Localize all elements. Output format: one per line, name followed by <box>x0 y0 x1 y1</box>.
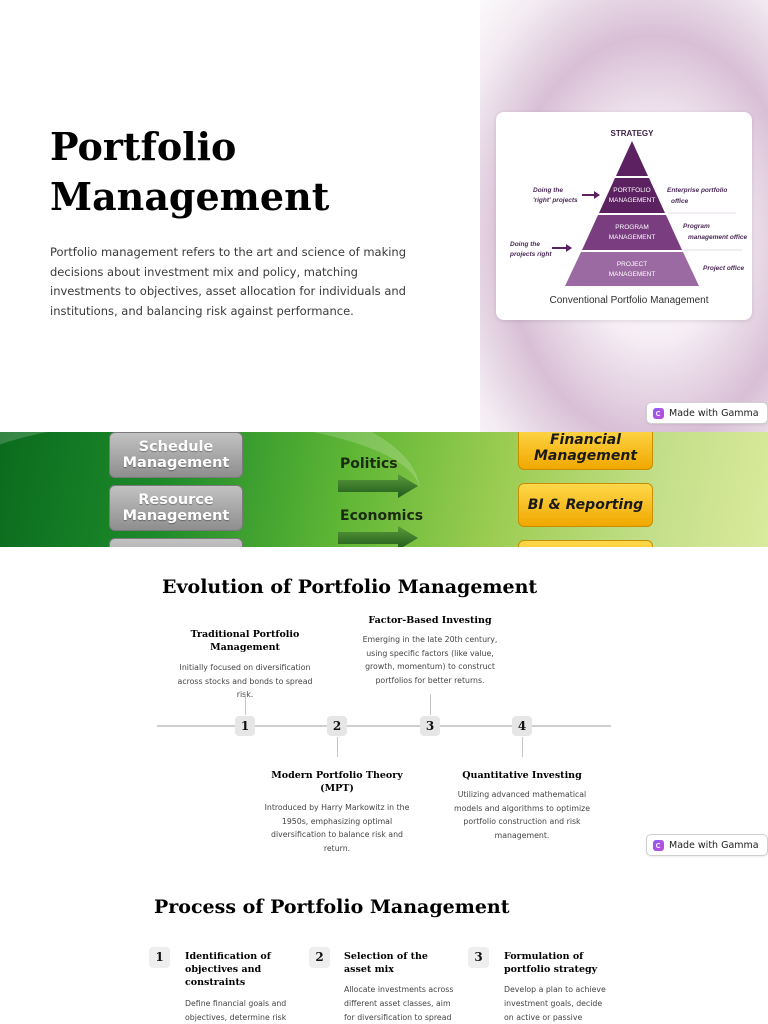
right-label-2-line2: management office <box>688 234 748 241</box>
process-step-2-body: Allocate investments across different as… <box>344 985 454 1022</box>
process-step-2-number: 2 <box>309 947 330 968</box>
timeline-step-1-heading: Traditional Portfolio Management <box>190 629 300 653</box>
title-line-2: Management <box>50 174 330 219</box>
pyramid-caption: Conventional Portfolio Management <box>550 295 709 306</box>
timeline-step-1-number: 1 <box>235 716 255 736</box>
partial-yellow-tile <box>518 540 653 547</box>
pyramid-diagram: STRATEGY PORTFOLIO MANAGEMENT PROGRAM MA… <box>509 129 748 306</box>
timeline-step-4-body: Utilizing advanced mathematical models a… <box>453 790 591 840</box>
bi-reporting-tile: BI & Reporting <box>518 483 653 527</box>
arrow-right-icon <box>338 474 418 498</box>
badge-label: Made with Gamma <box>669 839 759 851</box>
left-label-1-line2: 'right' projects <box>533 197 578 204</box>
politics-label: Politics <box>340 456 398 472</box>
pyramid-image-card: STRATEGY PORTFOLIO MANAGEMENT PROGRAM MA… <box>496 112 752 320</box>
intro-slide: Portfolio Management Portfolio managemen… <box>0 0 768 432</box>
financial-management-tile: Financial Management <box>518 432 653 470</box>
partial-gray-tile <box>109 538 243 547</box>
pyramid-top-label: STRATEGY <box>611 129 655 138</box>
timeline-step-3-heading: Factor-Based Investing <box>368 615 492 626</box>
timeline-step-2-heading: Modern Portfolio Theory (MPT) <box>271 770 403 794</box>
timeline-step-2-number: 2 <box>327 716 347 736</box>
resource-management-tile: Resource Management <box>109 485 243 531</box>
timeline-step-4-number: 4 <box>512 716 532 736</box>
gamma-logo-icon <box>653 407 664 419</box>
evolution-title: Evolution of Portfolio Management <box>162 576 538 598</box>
pyramid-tier-portfolio <box>599 178 665 213</box>
process-step-2-heading: Selection of the asset mix <box>344 951 428 975</box>
made-with-gamma-badge[interactable]: Made with Gamma <box>646 834 768 856</box>
page-title: Portfolio Management <box>50 122 450 222</box>
right-label-1-line2: office <box>671 198 689 205</box>
arrow-right-icon <box>338 526 418 547</box>
left-label-1-line1: Doing the <box>533 187 563 194</box>
title-line-1: Portfolio <box>50 124 237 169</box>
made-with-gamma-badge[interactable]: Made with Gamma <box>646 402 768 424</box>
arrow-right-icon <box>552 244 572 252</box>
schedule-management-tile: Schedule Management <box>109 432 243 478</box>
right-label-2-line1: Program <box>683 223 710 230</box>
process-step-3-heading: Formulation of portfolio strategy <box>504 951 598 975</box>
timeline-step-4-heading: Quantitative Investing <box>462 770 582 781</box>
pyramid-tier-top <box>616 141 648 176</box>
intro-paragraph: Portfolio management refers to the art a… <box>50 245 407 318</box>
process-step-1-heading: Identification of objectives and constra… <box>185 951 271 988</box>
tier3-label-line2: MANAGEMENT <box>609 271 656 278</box>
timeline-stem <box>429 694 431 715</box>
timeline-step-3-body: Emerging in the late 20th century, using… <box>362 635 498 685</box>
right-label-3: Project office <box>703 265 744 272</box>
right-label-1-line1: Enterprise portfolio <box>667 187 727 194</box>
timeline-stem <box>521 737 523 757</box>
left-label-2-line1: Doing the <box>510 241 540 248</box>
badge-label: Made with Gamma <box>669 407 759 419</box>
tier2-label-line1: PROGRAM <box>615 224 649 231</box>
pyramid-tier-program <box>582 215 682 250</box>
tier2-label-line2: MANAGEMENT <box>609 234 656 241</box>
left-label-2-line2: projects right <box>509 251 552 258</box>
timeline-axis <box>157 725 611 727</box>
process-step-3-number: 3 <box>468 947 489 968</box>
timeline-stem <box>336 737 338 757</box>
economics-label: Economics <box>340 508 424 524</box>
tier1-label-line1: PORTFOLIO <box>613 187 650 194</box>
tier1-label-line2: MANAGEMENT <box>609 197 656 204</box>
gamma-logo-icon <box>653 839 664 851</box>
timeline-stem <box>244 694 246 715</box>
tier3-label-line1: PROJECT <box>617 261 647 268</box>
process-step-1-number: 1 <box>149 947 170 968</box>
timeline-step-3-number: 3 <box>420 716 440 736</box>
management-banner-image: Schedule Management Resource Management … <box>0 432 768 547</box>
arrow-right-icon <box>582 191 600 199</box>
timeline-step-2-body: Introduced by Harry Markowitz in the 195… <box>264 803 410 853</box>
process-step-3-body: Develop a plan to achieve investment goa… <box>504 985 606 1022</box>
process-title: Process of Portfolio Management <box>154 896 510 918</box>
pyramid-tier-project <box>565 252 699 286</box>
process-step-1-body: Define financial goals and objectives, d… <box>185 999 287 1022</box>
